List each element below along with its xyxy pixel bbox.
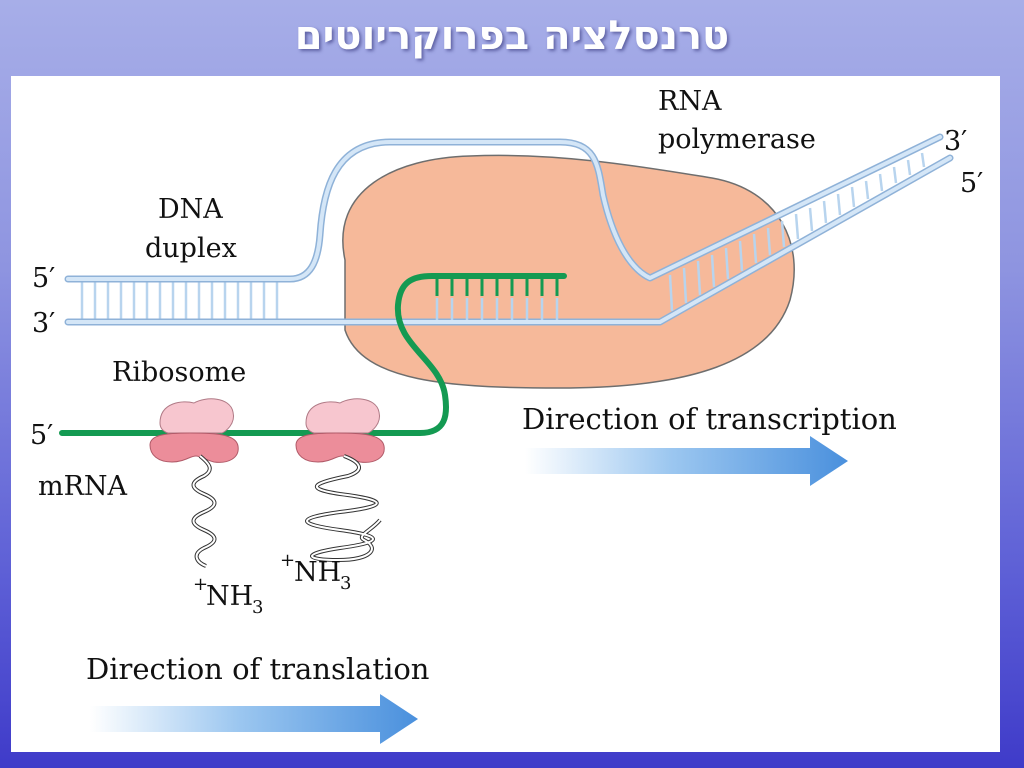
- dna-left-3prime-label: 3′: [32, 308, 55, 339]
- ribosome-2: [295, 398, 385, 463]
- direction-of-translation-label: Direction of translation: [86, 652, 429, 686]
- dna-left-5prime-label: 5′: [32, 263, 55, 294]
- svg-text:+: +: [193, 574, 208, 595]
- dna-duplex-right-rungs: [668, 152, 926, 312]
- svg-text:3: 3: [340, 573, 351, 594]
- direction-of-transcription-label: Direction of transcription: [522, 402, 897, 436]
- nh3-terminus-label-1: + NH 3: [193, 574, 263, 618]
- mrna-strand: [59, 273, 567, 436]
- svg-text:NH: NH: [294, 557, 341, 588]
- dna-duplex-label-line2: duplex: [145, 233, 237, 264]
- slide-title: טרנסלציה בפרוקריוטים: [294, 13, 730, 59]
- nh3-terminus-label-2: + NH 3: [280, 550, 351, 594]
- polypeptide-chain-2-inner: [306, 455, 381, 562]
- svg-text:3: 3: [252, 597, 263, 618]
- rna-polymerase-label-line2: polymerase: [658, 124, 816, 155]
- mrna-5prime-label: 5′: [30, 420, 53, 451]
- svg-text:+: +: [280, 550, 295, 571]
- polypeptide-chain-1-inner: [192, 455, 216, 567]
- dna-right-3prime-label: 3′: [944, 126, 967, 157]
- svg-text:NH: NH: [206, 581, 253, 612]
- diagram-panel: RNA polymerase DNA duplex 5′ 3′ 3′ 5′ Ri…: [11, 76, 1000, 752]
- ribosome-label: Ribosome: [112, 357, 246, 388]
- ribosome-1: [149, 398, 239, 463]
- rna-polymerase-label-line1: RNA: [658, 86, 722, 117]
- transcription-translation-diagram: RNA polymerase DNA duplex 5′ 3′ 3′ 5′ Ri…: [30, 86, 983, 744]
- transcription-direction-arrow: [525, 436, 848, 486]
- rna-dna-hybrid-rungs: [435, 278, 559, 296]
- dna-right-5prime-label: 5′: [960, 168, 983, 199]
- rna-polymerase: [342, 154, 795, 389]
- mrna-label: mRNA: [38, 471, 128, 502]
- dna-template-strand: [64, 154, 954, 326]
- translation-direction-arrow: [90, 694, 418, 744]
- dna-duplex-label-line1: DNA: [158, 194, 223, 225]
- hybrid-dna-rungs: [435, 298, 559, 320]
- dna-coding-strand: [64, 133, 944, 283]
- dna-duplex-left-rungs: [80, 281, 279, 322]
